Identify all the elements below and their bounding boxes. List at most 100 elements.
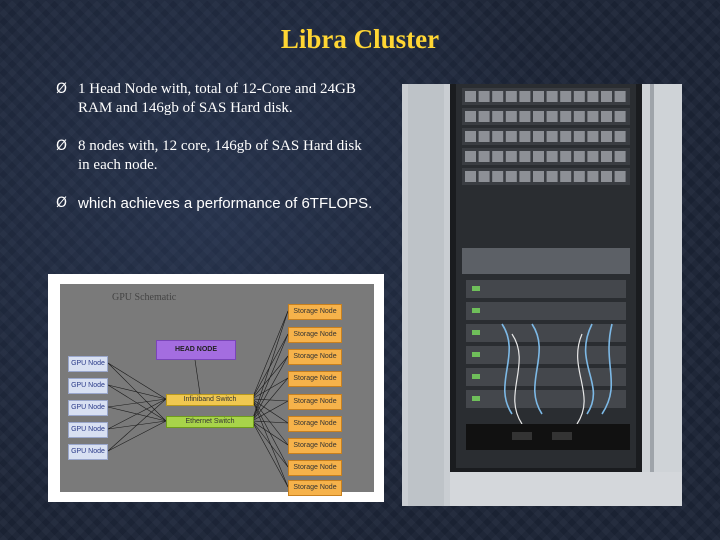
storage-node-box: Storage Node: [288, 438, 342, 454]
bullet-text: which achieves a performance of 6TFLOPS.: [78, 195, 373, 212]
disk-bay: [546, 131, 558, 142]
disk-bay: [614, 151, 626, 162]
connection-line: [251, 310, 289, 400]
connection-line: [251, 398, 289, 468]
disk-bay: [587, 151, 599, 162]
disk-bay: [614, 171, 626, 182]
disk-bay: [560, 111, 572, 122]
disk-bay: [560, 131, 572, 142]
disk-bay: [601, 131, 612, 142]
arrow-bullet-icon: Ø: [56, 81, 68, 97]
disk-bay: [519, 91, 531, 102]
arrow-bullet-icon: Ø: [56, 195, 68, 211]
schematic-title: GPU Schematic: [112, 292, 177, 303]
status-led: [472, 374, 480, 379]
slide-title: Libra Cluster: [280, 24, 440, 54]
ethernet-switch-box: Ethernet Switch: [166, 416, 254, 428]
disk-bay: [533, 111, 544, 122]
disk-bay: [465, 91, 476, 102]
connection-line: [194, 359, 201, 395]
disk-bay: [505, 131, 517, 142]
disk-bay: [492, 91, 504, 102]
status-led: [472, 352, 480, 357]
bullet-list: Ø 1 Head Node with, total of 12-Core and…: [56, 80, 376, 232]
schematic-canvas: GPU Schematic HEAD NODE Infiniband Switc…: [60, 284, 374, 496]
disk-bay: [573, 131, 585, 142]
disk-bay: [492, 131, 504, 142]
status-led: [472, 308, 480, 313]
connection-line: [251, 420, 289, 468]
disk-bay: [478, 111, 490, 122]
disk-bay: [601, 171, 612, 182]
connection-line: [107, 398, 167, 452]
connection-line: [251, 377, 289, 400]
disk-bay: [601, 151, 612, 162]
gpu-node-box: GPU Node: [68, 444, 108, 460]
connection-line: [251, 398, 289, 424]
disk-bay: [533, 91, 544, 102]
schematic-connections: [107, 310, 289, 488]
disk-bay: [587, 111, 599, 122]
compute-server: [466, 368, 626, 386]
gpu-schematic-image: GPU Schematic HEAD NODE Infiniband Switc…: [48, 274, 384, 502]
disk-bay: [505, 151, 517, 162]
connection-line: [107, 420, 167, 452]
disk-bay: [519, 131, 531, 142]
disk-bay: [505, 91, 517, 102]
disk-bay: [546, 91, 558, 102]
bullet-item: Ø which achieves a performance of 6TFLOP…: [56, 194, 376, 213]
server-rack-illustration: [402, 84, 682, 506]
disk-bay: [601, 91, 612, 102]
connection-line: [107, 362, 167, 400]
head-server: [462, 248, 630, 274]
disk-bay: [587, 91, 599, 102]
storage-node-box: Storage Node: [288, 460, 342, 476]
disk-bay: [505, 171, 517, 182]
disk-bay: [560, 91, 572, 102]
disk-bay: [560, 171, 572, 182]
storage-node-box: Storage Node: [288, 416, 342, 432]
disk-bay: [478, 171, 490, 182]
disk-bay: [533, 151, 544, 162]
connection-line: [251, 398, 289, 488]
compute-server: [466, 346, 626, 364]
disk-bay: [533, 131, 544, 142]
disk-bay: [492, 111, 504, 122]
head-node-box: HEAD NODE: [156, 340, 236, 360]
disk-bay: [546, 171, 558, 182]
disk-bay: [519, 111, 531, 122]
connection-line: [251, 420, 289, 488]
disk-bay: [492, 171, 504, 182]
disk-bay: [614, 91, 626, 102]
connection-line: [107, 384, 167, 400]
connection-line: [251, 398, 289, 402]
connection-line: [107, 398, 167, 408]
disk-bay: [505, 111, 517, 122]
storage-node-box: Storage Node: [288, 327, 342, 343]
disk-bay: [478, 91, 490, 102]
connection-line: [107, 398, 167, 430]
storage-node-box: Storage Node: [288, 304, 342, 320]
disk-bay: [519, 151, 531, 162]
compute-server: [466, 390, 626, 408]
infiniband-switch-box: Infiniband Switch: [166, 394, 254, 406]
disk-bay: [573, 111, 585, 122]
status-led: [472, 286, 480, 291]
status-led: [472, 396, 480, 401]
storage-node-box: Storage Node: [288, 480, 342, 496]
disk-bay: [546, 151, 558, 162]
disk-bay: [465, 131, 476, 142]
arrow-bullet-icon: Ø: [56, 138, 68, 154]
gpu-node-box: GPU Node: [68, 356, 108, 372]
status-led: [472, 330, 480, 335]
bullet-item: Ø 8 nodes with, 12 core, 146gb of SAS Ha…: [56, 137, 376, 175]
disk-bay: [587, 131, 599, 142]
disk-bay: [492, 151, 504, 162]
compute-server: [466, 302, 626, 320]
storage-node-box: Storage Node: [288, 371, 342, 387]
disk-bay: [614, 131, 626, 142]
disk-bay: [587, 171, 599, 182]
disk-bay: [465, 151, 476, 162]
disk-bay: [465, 171, 476, 182]
disk-bay: [465, 111, 476, 122]
